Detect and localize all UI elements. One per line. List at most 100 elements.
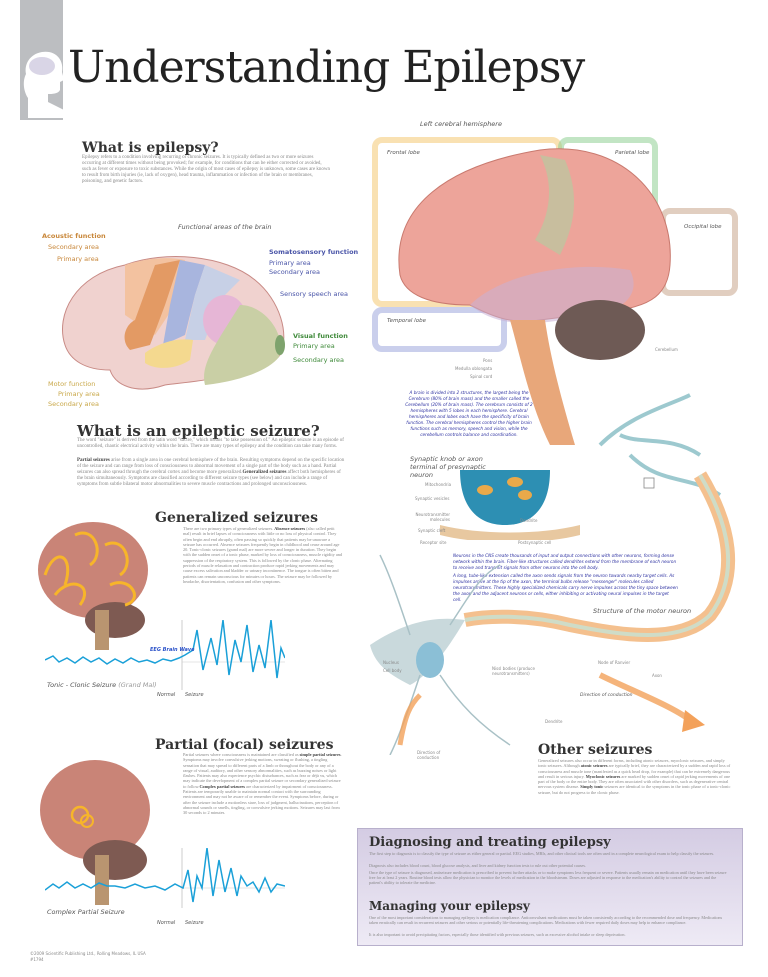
partial-seizures-heading: Partial (focal) seizures	[155, 737, 334, 753]
diagnosing-p3: Once the type of seizure is diagnosed, a…	[369, 870, 727, 885]
partial-body2: are characterized by impairment of consc…	[183, 783, 340, 816]
copyright-text: ©2009 Scientific Publishing Ltd., Rollin…	[30, 951, 146, 956]
myoclonic-bold: Myoclonic seizures	[585, 773, 621, 779]
partial-pre: Partial seizures where consciousness is …	[183, 752, 300, 757]
tonic-clonic-text: Tonic - Clonic Seizure	[47, 681, 117, 689]
motor-neuron-caption: Structure of the motor neuron	[593, 607, 692, 615]
cerebellum-label: Cerebellum	[655, 347, 678, 352]
generalized-seizure-brain-image	[38, 522, 148, 650]
diagnosing-p1: The first step to diagnosis is to classi…	[369, 851, 715, 856]
node-of-ranvier-label: Node of Ranvier	[598, 660, 631, 665]
partial-eeg-wave-chart	[45, 848, 285, 908]
visual-primary-label: Primary area	[293, 342, 335, 350]
nucleus-label: Nucleus	[383, 660, 399, 665]
acoustic-function-label: Acoustic function	[42, 232, 106, 240]
nissl-bodies-label: Nissl bodies (produce neurotransmitters)	[492, 666, 535, 676]
receptor-site-label: Receptor site	[420, 540, 447, 545]
diagnosing-p2: Diagnosis also includes blood count, blo…	[369, 863, 587, 868]
visual-secondary-label: Secondary area	[293, 356, 344, 364]
temporal-lobe-box	[372, 307, 507, 352]
synapse-dendrite-label: Dendrite	[520, 518, 538, 523]
other-body1: are typically brief, they are characteri…	[538, 763, 731, 779]
synaptic-cleft-label: Synaptic cleft	[418, 528, 446, 533]
acoustic-primary-label: Primary area	[57, 255, 99, 263]
other-body3: seizures are identical to the symptoms i…	[538, 784, 731, 795]
complex-partial-caption: Complex Partial Seizure	[47, 908, 125, 916]
generalized-eeg-label: EEG Brain Wave	[150, 647, 195, 653]
occipital-lobe-label: Occipital lobe	[684, 224, 722, 230]
generalized-seizures-bold: Generalized seizures	[242, 470, 287, 475]
somatosensory-primary-label: Primary area	[269, 259, 311, 267]
synaptic-knob-diagram	[440, 470, 580, 540]
partial-seizure-brain-image	[40, 760, 150, 905]
brain-structure-note: A brain is divided into 2 structures, th…	[405, 390, 533, 437]
simply-tonic-bold: Simply tonic	[580, 784, 604, 790]
mitochondria-label: Mitochondria	[425, 482, 452, 487]
medulla-label: Medulla oblongata	[455, 366, 493, 371]
visual-function-label: Visual function	[293, 332, 348, 340]
parietal-lobe-label: Parietal lobe	[615, 150, 650, 156]
other-body2: are marked by sudden onset of rapid jerk…	[538, 773, 731, 790]
cerebral-hemisphere-brain-image	[398, 148, 671, 445]
pons-label: Pons	[483, 358, 493, 363]
diagnosing-heading: Diagnosing and treating epilepsy	[369, 835, 611, 850]
managing-p1: One of the most important considerations…	[369, 915, 723, 925]
functional-areas-brain-diagram	[62, 256, 285, 390]
axon-label: Axon	[652, 673, 662, 678]
neurotransmitter-label: Neurotransmitter molecules	[415, 512, 450, 522]
cell-body-label: Cell body	[383, 668, 402, 673]
diagnosing-managing-panel: Diagnosing and treating epilepsy The fir…	[357, 828, 743, 946]
atonic-bold: atonic seizures	[580, 763, 608, 769]
other-seizures-body: Generalized seizures also occur in diffe…	[538, 758, 733, 795]
frontal-lobe-label: Frontal lobe	[387, 150, 420, 156]
managing-heading: Managing your epilepsy	[369, 899, 530, 913]
acoustic-secondary-label: Secondary area	[48, 243, 99, 251]
generalized-seizures-heading: Generalized seizures	[155, 510, 318, 526]
dendrite-label: Dendrite	[545, 719, 563, 724]
tonic-clonic-caption: Tonic - Clonic Seizure (Grand Mal)	[47, 681, 157, 689]
gen-pre: There are two primary types of generaliz…	[183, 526, 275, 531]
hemisphere-caption: Left cerebral hemisphere	[420, 120, 502, 128]
absence-seizures-bold: Absence seizures	[274, 526, 306, 531]
what-is-epilepsy-body: Epilepsy refers to a condition involving…	[82, 155, 331, 184]
managing-p2: It is also important to avoid precipitat…	[369, 932, 626, 937]
functional-areas-caption: Functional areas of the brain	[178, 223, 272, 231]
epileptic-seizure-heading: What is an epileptic seizure?	[77, 422, 320, 440]
postsynaptic-cell-label: Postsynaptic cell	[518, 540, 552, 545]
what-is-epilepsy-heading: What is epilepsy?	[82, 140, 219, 156]
motor-primary-label: Primary area	[58, 390, 100, 398]
p2-text: arise from a single area in one cerebral…	[77, 458, 345, 475]
neuron-network-note: Neurons in the CNS create thousands of i…	[453, 553, 677, 570]
motor-neuron-diagram	[370, 393, 736, 755]
poster-code: #1794	[30, 957, 44, 962]
partial-seizures-body: Partial seizures where consciousness is …	[183, 752, 343, 816]
motor-function-label: Motor function	[48, 380, 96, 388]
partial-body: . Symptoms may involve convulsive jerkin…	[183, 752, 342, 789]
head-silhouette-icon	[23, 51, 64, 118]
poster-title: Understanding Epilepsy	[68, 42, 585, 93]
generalized-eeg-wave-chart	[45, 620, 285, 690]
somatosensory-function-label: Somatosensory function	[269, 248, 359, 256]
spinal-cord-label: Spinal cord	[470, 374, 493, 379]
partial-normal-label: Normal	[157, 920, 176, 926]
generalized-normal-label: Normal	[157, 692, 176, 698]
partial-seizure-label: Seizure	[185, 920, 204, 926]
epileptic-seizure-p1: The word "seizure" is derived from the l…	[77, 438, 344, 449]
gen-body: (also called petit mal) result in brief …	[183, 526, 343, 584]
grand-mal-text: (Grand Mal)	[118, 681, 157, 689]
synaptic-vesicles-label: Synaptic vesicles	[415, 496, 450, 501]
generalized-seizures-body: There are two primary types of generaliz…	[183, 526, 343, 584]
direction-of-conduction-label-2: Direction of conduction	[417, 750, 441, 760]
other-pre: Generalized seizures also occur in diffe…	[538, 758, 725, 769]
axon-signal-note: A long, tube-like extension called the a…	[453, 573, 678, 602]
temporal-lobe-label: Temporal lobe	[387, 318, 426, 324]
partial-seizures-bold: Partial seizures	[77, 458, 110, 463]
somatosensory-secondary-label: Secondary area	[269, 268, 320, 276]
other-seizures-heading: Other seizures	[538, 742, 653, 758]
synaptic-knob-caption: Synaptic knob or axon terminal of presyn…	[410, 455, 486, 479]
epileptic-seizure-p2: Partial seizures arise from a single are…	[77, 458, 347, 488]
p2b-text: affect both hemispheres of the brain sim…	[77, 470, 341, 487]
sensory-speech-label: Sensory speech area	[280, 290, 348, 298]
direction-of-conduction-label: Direction of conduction	[580, 693, 633, 698]
generalized-seizure-label: Seizure	[185, 692, 204, 698]
